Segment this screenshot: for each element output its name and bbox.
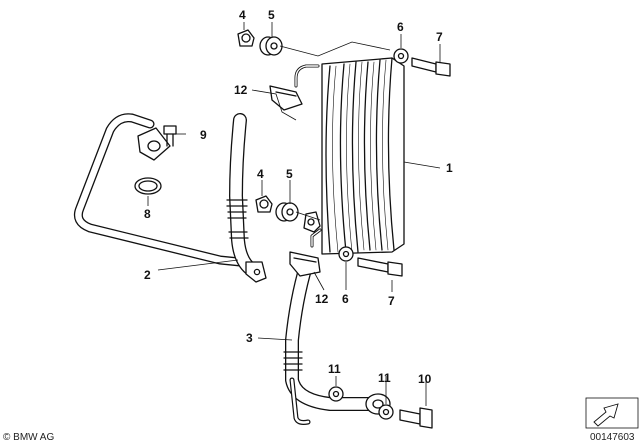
callout-1: 1 [446,161,453,175]
washer-11-right [378,404,394,420]
banjo-bolt-10 [399,407,433,429]
grommet-4-middle [255,195,273,213]
callout-11-left: 11 [328,362,341,376]
callout-12-top: 12 [234,83,248,97]
callout-9: 9 [200,128,207,142]
callout-6-lower: 6 [342,292,349,306]
callout-2: 2 [144,268,151,282]
washer-11-left [328,386,344,402]
clamp-12-lower [289,251,321,277]
direction-arrow-icon [585,397,639,429]
callout-12-lower: 12 [315,292,329,306]
washer-6-top [393,48,409,64]
callout-11-right: 11 [378,371,391,385]
washer-6-lower [338,246,354,262]
oil-cooler [294,57,405,255]
callout-4-top: 4 [239,8,246,22]
hose-3 [283,259,391,425]
callout-3: 3 [246,331,253,345]
callout-7-top: 7 [436,30,443,44]
callout-5-middle: 5 [286,167,293,181]
image-number: 00147603 [590,432,635,443]
leader-lines [147,22,441,406]
bushing-5-middle [275,202,299,222]
clamp-12-top [269,85,303,111]
copyright-text: © BMW AG [3,432,55,443]
callout-6-top: 6 [397,20,404,34]
callout-5-top: 5 [268,8,275,22]
o-ring-8 [134,177,162,195]
bolt-7-top [411,57,451,77]
bolt-9 [163,125,177,147]
callout-4-middle: 4 [257,167,264,181]
callout-7-lower: 7 [388,294,395,308]
grommet-4-top [237,29,255,47]
callouts: 4 5 6 7 12 9 8 4 5 1 2 12 6 7 3 11 11 10 [144,8,453,386]
callout-10: 10 [418,372,432,386]
bushing-5-top [259,36,283,56]
bolt-7-lower [357,257,403,277]
callout-8: 8 [144,207,151,221]
hose-2 [73,113,267,283]
